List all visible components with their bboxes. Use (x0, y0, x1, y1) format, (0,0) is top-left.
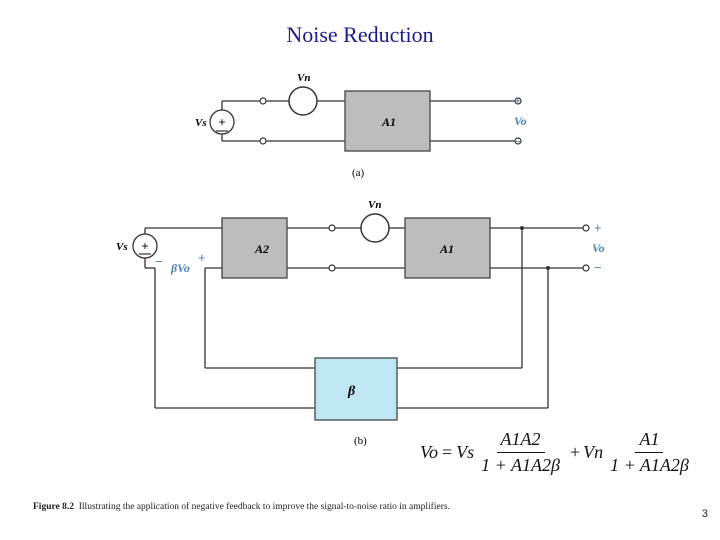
source-label-a: Vs (195, 117, 207, 129)
page-title: Noise Reduction (286, 22, 434, 47)
formula-eq: = (442, 441, 453, 462)
signal-source-a (209, 109, 235, 135)
output-label-b: Vo (592, 241, 605, 255)
figure-caption-label: Figure 8.2 (33, 502, 74, 512)
output-minus-b: − (594, 260, 602, 275)
output-plus-a: + (514, 93, 522, 108)
formula-term1-denominator: 1 + A1A2β (481, 454, 560, 475)
formula-fraction-2: A1 1 + A1A2β (606, 429, 693, 476)
formula-vs: Vs (456, 441, 475, 462)
page-number: 3 (701, 508, 708, 520)
formula-term1-numerator: A1A2 (496, 429, 545, 453)
formula-fraction-1: A1A2 1 + A1A2β (477, 429, 564, 476)
formula-term2-numerator: A1 (635, 429, 664, 453)
figure-caption-text: Illustrating the application of negative… (78, 502, 450, 512)
output-label-a: Vo (514, 114, 527, 128)
formula-term2-denominator: 1 + A1A2β (610, 454, 689, 475)
source-label-b: Vs (116, 241, 128, 253)
noise-source-a (288, 86, 318, 116)
sublabel-b: (b) (354, 435, 367, 447)
noise-formula: Vo = Vs A1A2 1 + A1A2β + Vn A1 1 + A1A2β (420, 428, 696, 476)
amplifier-a1-b (404, 217, 491, 279)
amplifier-a1-b-label: A1 (439, 242, 454, 256)
amplifier-a2 (221, 217, 288, 279)
feedback-network (314, 357, 398, 421)
signal-source-b-polarity: + (141, 239, 148, 253)
feedback-plus-sign: + (198, 250, 206, 265)
signal-source-a-polarity: + (218, 115, 225, 129)
formula-plus: + (569, 441, 581, 462)
amplifier-a2-label: A2 (254, 242, 269, 256)
noise-label-a: Vn (297, 72, 310, 84)
formula-vn: Vn (583, 441, 604, 462)
feedback-label: β (347, 384, 356, 399)
amplifier-a1 (344, 90, 431, 152)
diagram-b (144, 227, 586, 409)
feedback-signal-label: βVo (170, 261, 190, 275)
formula-lhs: Vo (420, 441, 438, 462)
sublabel-a: (a) (352, 167, 365, 179)
noise-source-b (360, 213, 390, 243)
diagram-a (221, 100, 518, 142)
figure-caption: Figure 8.2 Illustrating the application … (33, 502, 450, 512)
signal-source-b (132, 233, 158, 259)
output-minus-a: − (514, 134, 522, 149)
output-plus-b: + (594, 220, 602, 235)
noise-label-b: Vn (368, 199, 381, 211)
amplifier-a1-label: A1 (381, 115, 396, 129)
feedback-minus-sign: − (155, 254, 163, 269)
